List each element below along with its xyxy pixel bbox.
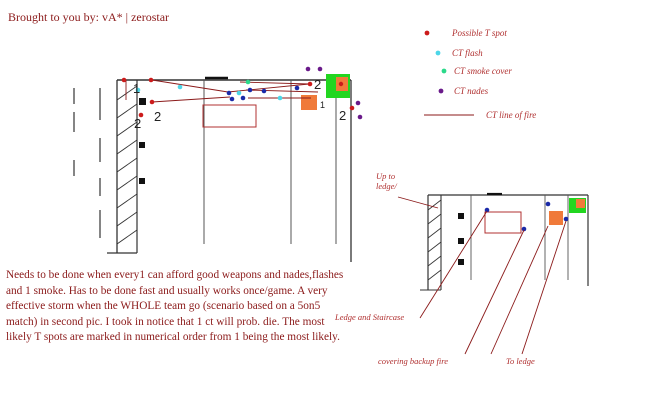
ledge-marker-2 [458,259,464,265]
ledge-marker-2 [458,238,464,244]
legend-label: CT line of fire [486,110,537,120]
orange-crate-2 [576,199,585,208]
spot-number: 2 [154,109,161,124]
ledge-marker [139,178,145,184]
t-spots-main [121,77,355,118]
annotation-ledge-staircase: Ledge and Staircase [335,312,405,322]
annotation-leaders [397,196,567,355]
hatched-ledge-2 [427,199,442,281]
spot-number: 1 [320,100,325,110]
spot-number: 1 [133,81,140,96]
ct-lines-of-fire [125,79,319,103]
orange-crate [301,95,317,110]
legend-label: CT nades [454,86,489,96]
bombsite-box [202,104,257,128]
legend-label: CT flash [452,48,483,58]
hatched-ledge [116,85,138,245]
ct-nades-main [305,66,363,120]
ct-smoke-main [245,79,251,85]
legend-label: CT smoke cover [454,66,512,76]
bombsite-box-2 [484,211,522,234]
spot-number: 2 [134,116,141,131]
spot-number: 2 [339,108,346,123]
legend-swatch [438,88,444,94]
legend-label: Possible T spot [452,28,507,38]
legend-swatch [441,68,447,74]
legend-swatch [424,30,430,36]
annotation-up-to-ledge: Up to ledge/ [376,171,397,191]
orange-crate-2 [549,211,563,225]
legend-swatch [435,50,441,56]
ledge-marker-2 [458,213,464,219]
ct-flash-main [135,84,283,101]
description-text: Needs to be done when every1 can afford … [6,269,344,344]
credit-text: Brought to you by: vA* | zerostar [8,10,170,24]
ledge-marker [139,98,146,105]
annotation-covering-backup: covering backup fire [378,356,449,366]
ct-blue-main [226,85,300,102]
spot-number: 2 [314,77,321,92]
ledge-marker [139,142,145,148]
annotation-to-ledge: To ledge [506,356,535,366]
